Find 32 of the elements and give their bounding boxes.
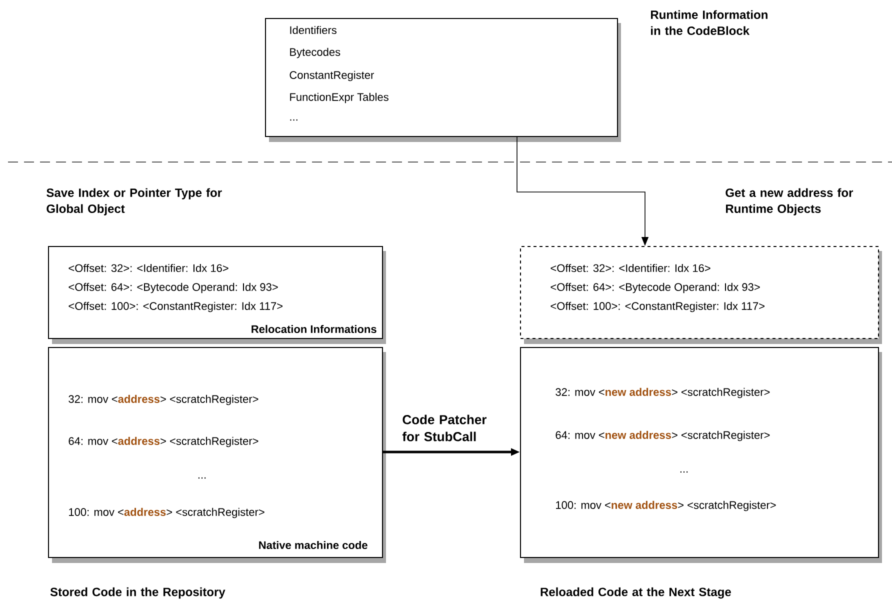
code-line: <Offset: 32>: <Identifier: Idx 16> xyxy=(550,264,710,272)
code-line: Identifiers xyxy=(290,26,336,34)
text-box xyxy=(48,347,386,563)
code-line: <Offset: 100>: <ConstantRegister: Idx 117> xyxy=(550,302,764,312)
text-box xyxy=(48,246,386,344)
code-line: <Offset: 64>: <Bytecode Operand: Idx 93> xyxy=(550,282,760,294)
node-label: Stored Code in the Repository xyxy=(50,587,226,599)
node-label: Runtime Information in the CodeBlock xyxy=(651,10,768,35)
text-box xyxy=(265,18,621,142)
code-line: <Offset: 32>: <Identifier: Idx 16> xyxy=(68,264,228,272)
node-label: Get a new address for Runtime Objects xyxy=(726,188,854,216)
code-line: ... xyxy=(680,471,688,473)
code-line: <Offset: 64>: <Bytecode Operand: Idx 93> xyxy=(68,282,278,294)
code-line: <Offset: 100>: <ConstantRegister: Idx 117> xyxy=(68,302,282,312)
edge-label: Code Patcher for StubCall xyxy=(402,414,487,442)
code-line: ... xyxy=(198,477,206,479)
code-line: 100: mov <address> <scratchRegister> xyxy=(69,508,264,518)
code-line: Bytecodes xyxy=(290,48,340,58)
code-line: ConstantRegister xyxy=(290,70,374,82)
code-line: 32: mov <new address> <scratchRegister> xyxy=(556,388,770,398)
text-box xyxy=(520,246,882,344)
node-label: Save Index or Pointer Type for Global Object xyxy=(46,188,222,216)
code-line: FunctionExpr Tables xyxy=(290,92,388,104)
text-box xyxy=(520,347,882,563)
code-line: 32: mov <address> <scratchRegister> xyxy=(68,394,258,406)
code-line: 64: mov <address> <scratchRegister> xyxy=(68,436,258,448)
box-heading: Native machine code xyxy=(259,540,368,550)
code-line: ... xyxy=(290,119,298,121)
box-heading: Relocation Informations xyxy=(252,324,376,334)
node-label: Reloaded Code at the Next Stage xyxy=(540,587,731,599)
code-line: 64: mov <new address> <scratchRegister> xyxy=(556,430,770,442)
code-line: 100: mov <new address> <scratchRegister> xyxy=(556,500,776,512)
